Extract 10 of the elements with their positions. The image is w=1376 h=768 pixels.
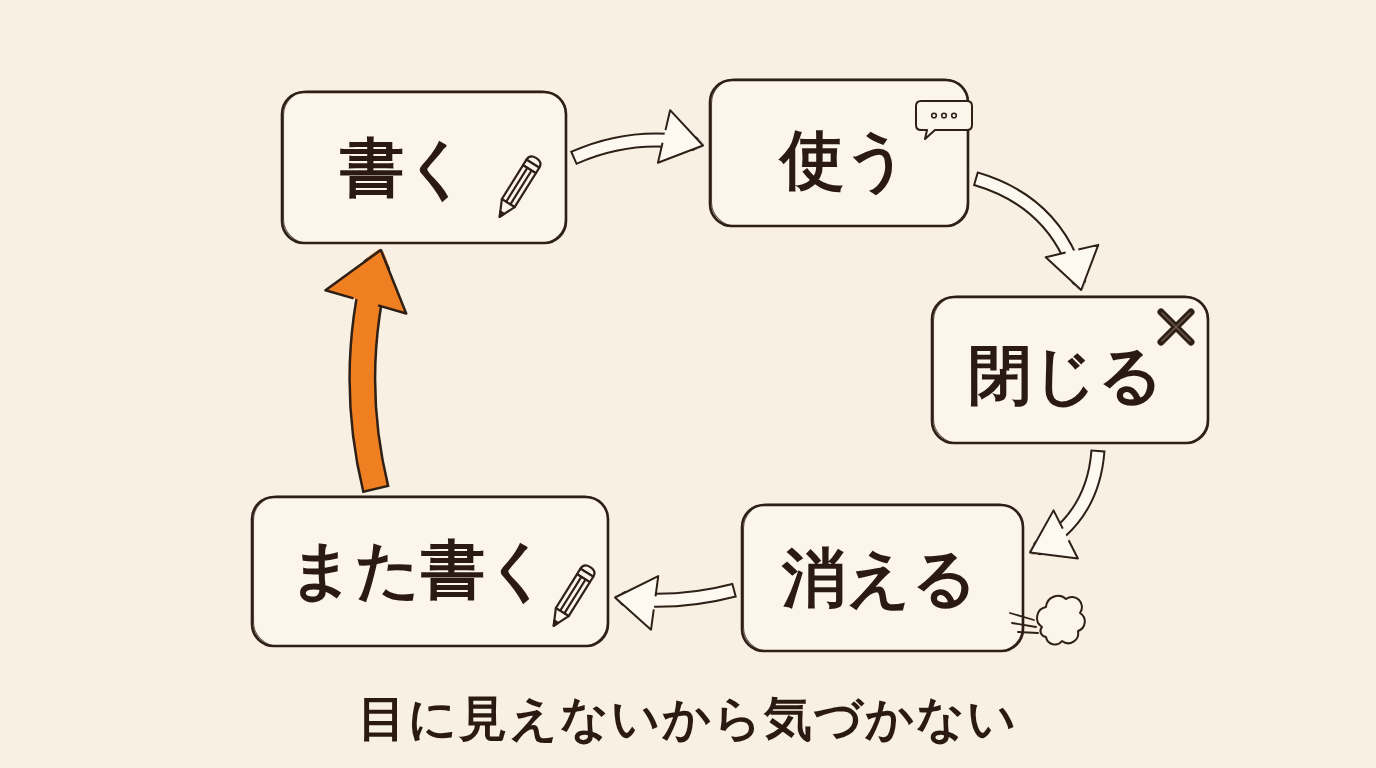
caption: 目に見えないから気づかない bbox=[358, 691, 1018, 745]
step-box bbox=[280, 90, 568, 245]
step-box bbox=[250, 495, 610, 648]
step-label: また書く bbox=[289, 534, 551, 606]
step-label: 消える bbox=[782, 542, 978, 614]
step-label: 書く bbox=[340, 132, 470, 204]
step-label: 閉じる bbox=[968, 339, 1164, 411]
step-label: 使う bbox=[780, 124, 910, 196]
step-box bbox=[930, 295, 1210, 445]
step-box bbox=[708, 78, 970, 228]
